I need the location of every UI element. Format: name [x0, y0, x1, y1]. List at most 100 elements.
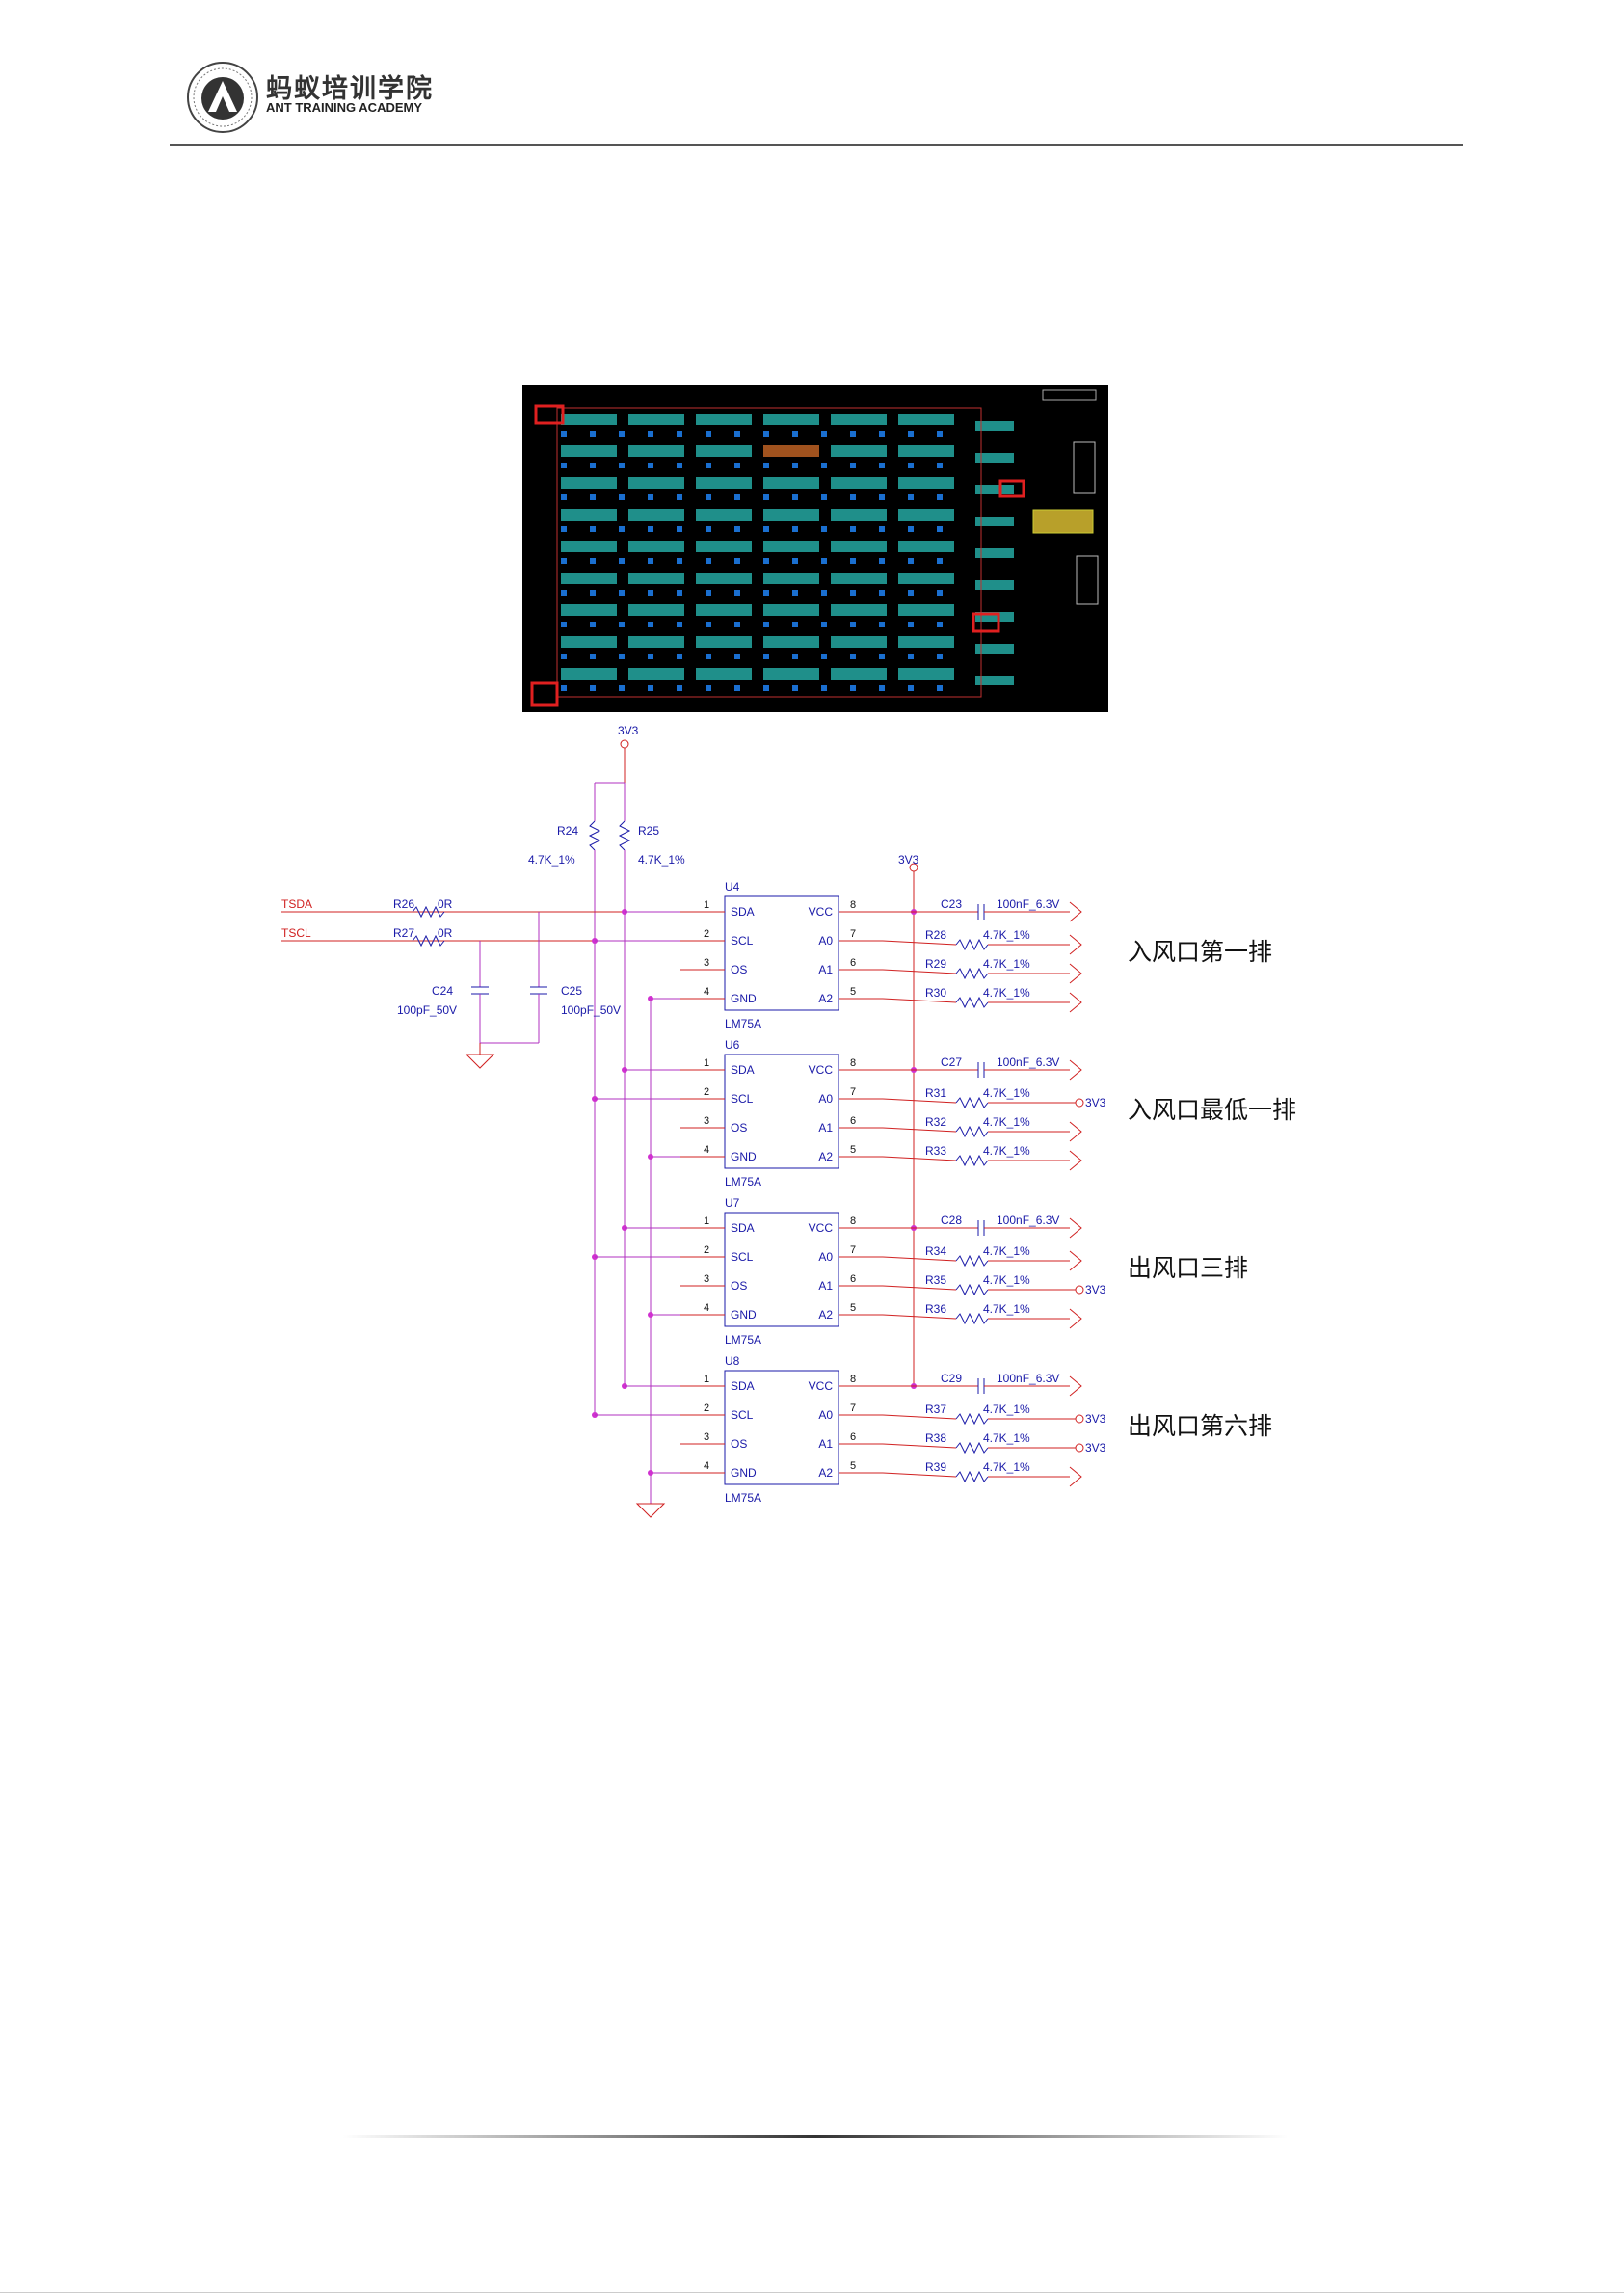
pin-num-3-u8: 3 — [704, 1431, 709, 1443]
res-value-r33: 4.7K_1% — [983, 1144, 1030, 1158]
pin-a2-u4: A2 — [818, 992, 833, 1005]
res-ref-r29: R29 — [925, 957, 946, 971]
res-value-r28: 4.7K_1% — [983, 928, 1030, 942]
pin-gnd-u7: GND — [731, 1308, 757, 1322]
pin-a0-u4: A0 — [818, 934, 833, 948]
pin-num-3-u7: 3 — [704, 1273, 709, 1285]
pin-vcc-u6: VCC — [809, 1063, 834, 1077]
res-ref-r39: R39 — [925, 1460, 946, 1474]
pin-num-8-u4: 8 — [850, 899, 856, 911]
pin-num-4-u4: 4 — [704, 986, 709, 998]
cap-value-c28: 100nF_6.3V — [997, 1214, 1059, 1227]
chip-part-u4: LM75A — [725, 1017, 761, 1030]
pin-num-6-u8: 6 — [850, 1431, 856, 1443]
pin-gnd-u6: GND — [731, 1150, 757, 1163]
cap-value-c29: 100nF_6.3V — [997, 1372, 1059, 1385]
zone-label-outlet-sixth-row: 出风口第六排 — [1128, 1412, 1273, 1440]
pin-num-1-u6: 1 — [704, 1057, 709, 1069]
pin-num-6-u6: 6 — [850, 1115, 856, 1127]
pin-num-4-u7: 4 — [704, 1302, 709, 1314]
chip-part-u8: LM75A — [725, 1491, 761, 1505]
pin-os-u4: OS — [731, 963, 747, 976]
chip-ref-u7: U7 — [725, 1196, 740, 1210]
pin-a0-u6: A0 — [818, 1092, 833, 1106]
pin-a1-u6: A1 — [818, 1121, 833, 1135]
res-value-r32: 4.7K_1% — [983, 1115, 1030, 1129]
academy-logo — [187, 62, 258, 133]
res-value-r30: 4.7K_1% — [983, 986, 1030, 1000]
pin-num-5-u8: 5 — [850, 1460, 856, 1472]
res-ref-r37: R37 — [925, 1402, 946, 1416]
pin-num-4-u8: 4 — [704, 1460, 709, 1472]
pin-num-7-u6: 7 — [850, 1086, 856, 1098]
lm75a-chip-u8 — [592, 1370, 1084, 1487]
c25-value: 100pF_50V — [561, 1003, 621, 1017]
chip-ref-u8: U8 — [725, 1354, 740, 1368]
pin-num-6-u4: 6 — [850, 957, 856, 969]
res-value-r37: 4.7K_1% — [983, 1402, 1030, 1416]
r25-value: 4.7K_1% — [638, 853, 685, 867]
pin-num-4-u6: 4 — [704, 1144, 709, 1156]
pin-a2-u6: A2 — [818, 1150, 833, 1163]
r25-ref: R25 — [638, 824, 659, 838]
addr-pullup-3v3-u8-1: 3V3 — [1085, 1412, 1106, 1426]
res-value-r31: 4.7K_1% — [983, 1086, 1030, 1100]
cap-ref-c23: C23 — [941, 897, 962, 911]
cap-value-c27: 100nF_6.3V — [997, 1055, 1059, 1069]
pin-num-5-u7: 5 — [850, 1302, 856, 1314]
lm75a-chip-u7 — [592, 1212, 1084, 1329]
pin-vcc-u8: VCC — [809, 1379, 834, 1393]
pin-sda-u4: SDA — [731, 905, 755, 919]
r27-ref: R27 — [393, 926, 414, 940]
pin-gnd-u8: GND — [731, 1466, 757, 1480]
pin-num-2-u8: 2 — [704, 1402, 709, 1414]
pin-num-7-u7: 7 — [850, 1244, 856, 1256]
zone-label-inlet-first-row: 入风口第一排 — [1128, 938, 1273, 966]
res-ref-r33: R33 — [925, 1144, 946, 1158]
res-ref-r31: R31 — [925, 1086, 946, 1100]
org-name-cn: 蚂蚁培训学院 — [266, 74, 434, 104]
res-value-r39: 4.7K_1% — [983, 1460, 1030, 1474]
c25-ref: C25 — [561, 984, 582, 998]
addr-pullup-3v3-u8-2: 3V3 — [1085, 1441, 1106, 1455]
pin-num-2-u6: 2 — [704, 1086, 709, 1098]
tscl-net: TSCL — [281, 926, 311, 940]
pin-num-5-u6: 5 — [850, 1144, 856, 1156]
pin-num-2-u7: 2 — [704, 1244, 709, 1256]
pin-os-u8: OS — [731, 1437, 747, 1451]
pin-a1-u7: A1 — [818, 1279, 833, 1293]
res-ref-r30: R30 — [925, 986, 946, 1000]
res-value-r38: 4.7K_1% — [983, 1431, 1030, 1445]
header-divider — [170, 144, 1463, 146]
cap-value-c23: 100nF_6.3V — [997, 897, 1059, 911]
chip-part-u6: LM75A — [725, 1175, 761, 1188]
pcb-layout-image — [522, 385, 1108, 712]
cap-ref-c29: C29 — [941, 1372, 962, 1385]
chip-ref-u6: U6 — [725, 1038, 740, 1052]
pin-num-7-u4: 7 — [850, 928, 856, 940]
pin-num-1-u4: 1 — [704, 899, 709, 911]
res-value-r35: 4.7K_1% — [983, 1273, 1030, 1287]
lm75a-chip-u4 — [592, 895, 1082, 1013]
pin-scl-u4: SCL — [731, 934, 754, 948]
pin-num-6-u7: 6 — [850, 1273, 856, 1285]
addr-pullup-3v3-u6-1: 3V3 — [1085, 1096, 1106, 1109]
cap-ref-c27: C27 — [941, 1055, 962, 1069]
res-value-r29: 4.7K_1% — [983, 957, 1030, 971]
res-ref-r28: R28 — [925, 928, 946, 942]
res-ref-r38: R38 — [925, 1431, 946, 1445]
pin-vcc-u4: VCC — [809, 905, 834, 919]
res-value-r34: 4.7K_1% — [983, 1244, 1030, 1258]
page-edge — [0, 2292, 1624, 2293]
pin-num-7-u8: 7 — [850, 1402, 856, 1414]
footer-divider — [343, 2135, 1288, 2138]
org-name-en: ANT TRAINING ACADEMY — [266, 100, 423, 115]
c24-value: 100pF_50V — [397, 1003, 457, 1017]
pin-num-1-u8: 1 — [704, 1374, 709, 1385]
pin-scl-u7: SCL — [731, 1250, 754, 1264]
pin-vcc-u7: VCC — [809, 1221, 834, 1235]
pin-sda-u6: SDA — [731, 1063, 755, 1077]
zone-label-outlet-third-row: 出风口三排 — [1128, 1254, 1249, 1282]
pin-num-5-u4: 5 — [850, 986, 856, 998]
r27-value: 0R — [438, 926, 453, 940]
